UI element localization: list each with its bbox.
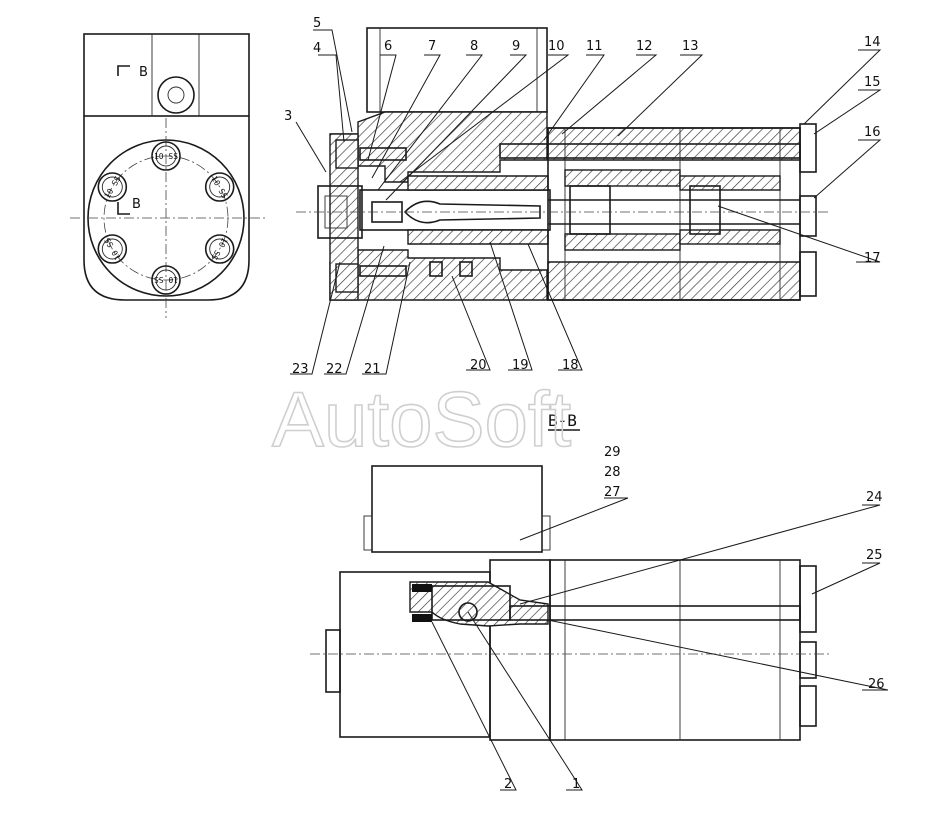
end-view-port-block [83, 33, 250, 117]
callout-18: 18 [562, 358, 579, 373]
flange-bolt: 10 SS [204, 234, 235, 264]
flange-bolt: 10 SS [151, 265, 181, 295]
callout-10: 10 [548, 39, 565, 54]
end-view: B B 10 SS 10 SS 10 SS 10 SS 10 SS 10 SS [70, 33, 266, 318]
section-label: B-B [548, 411, 577, 430]
callout-12: 12 [636, 39, 653, 54]
bolt-mark: 10 SS [103, 174, 123, 200]
side-metering-body [549, 559, 801, 741]
callout-19: 19 [512, 358, 529, 373]
svg-text:A-A: A-A [413, 583, 428, 592]
callout-1: 1 [572, 777, 580, 792]
flange-bolt: 10 SS [151, 141, 181, 171]
side-tie-bolt [509, 605, 801, 621]
callout-4: 4 [313, 41, 321, 56]
callout-9: 9 [512, 39, 520, 54]
bolt-head-top [799, 123, 817, 173]
callout-14: 14 [864, 35, 881, 50]
callout-7: 7 [428, 39, 436, 54]
callout-24: 24 [866, 490, 883, 505]
callout-23: 23 [292, 362, 309, 377]
callout-15: 15 [864, 75, 881, 90]
callout-13: 13 [682, 39, 699, 54]
bolt-mark: 10 SS [209, 175, 229, 201]
bolt-mark: 10 SS [154, 152, 178, 161]
callout-27: 27 [604, 485, 621, 500]
callout-2: 2 [504, 777, 512, 792]
watermark: AutoSoft [272, 375, 572, 463]
view-label-bottom: B [132, 197, 141, 212]
view-label-top: B [139, 65, 148, 80]
port-circle [157, 76, 195, 114]
flange-bolt: 10 SS [97, 234, 128, 264]
callout-28: 28 [604, 465, 621, 480]
callout-26: 26 [868, 677, 885, 692]
callout-29: 29 [604, 445, 621, 460]
side-port-block [371, 465, 543, 553]
callout-25: 25 [866, 548, 883, 563]
callout-11: 11 [586, 39, 603, 54]
callout-22: 22 [326, 362, 343, 377]
flange-bolt: 10 SS [204, 172, 235, 202]
callout-3: 3 [284, 109, 292, 124]
leader-lines [290, 29, 889, 791]
callout-21: 21 [364, 362, 381, 377]
callout-5: 5 [313, 16, 321, 31]
bolt-mark: 10 SS [103, 236, 123, 262]
callout-8: 8 [470, 39, 478, 54]
callout-20: 20 [470, 358, 487, 373]
bolt-mark: 10 SS [209, 236, 229, 262]
callout-6: 6 [384, 39, 392, 54]
callouts: 3 4 5 6 7 8 9 10 11 12 13 14 15 16 17 18… [284, 16, 885, 792]
bolt-head-bottom [799, 251, 817, 297]
bolt-mark: 10 SS [154, 275, 178, 284]
flange-bolt: 10 SS [97, 172, 128, 202]
side-view: A-A [310, 465, 830, 741]
callout-16: 16 [864, 125, 881, 140]
section-view [296, 27, 830, 301]
callout-17: 17 [864, 251, 881, 266]
